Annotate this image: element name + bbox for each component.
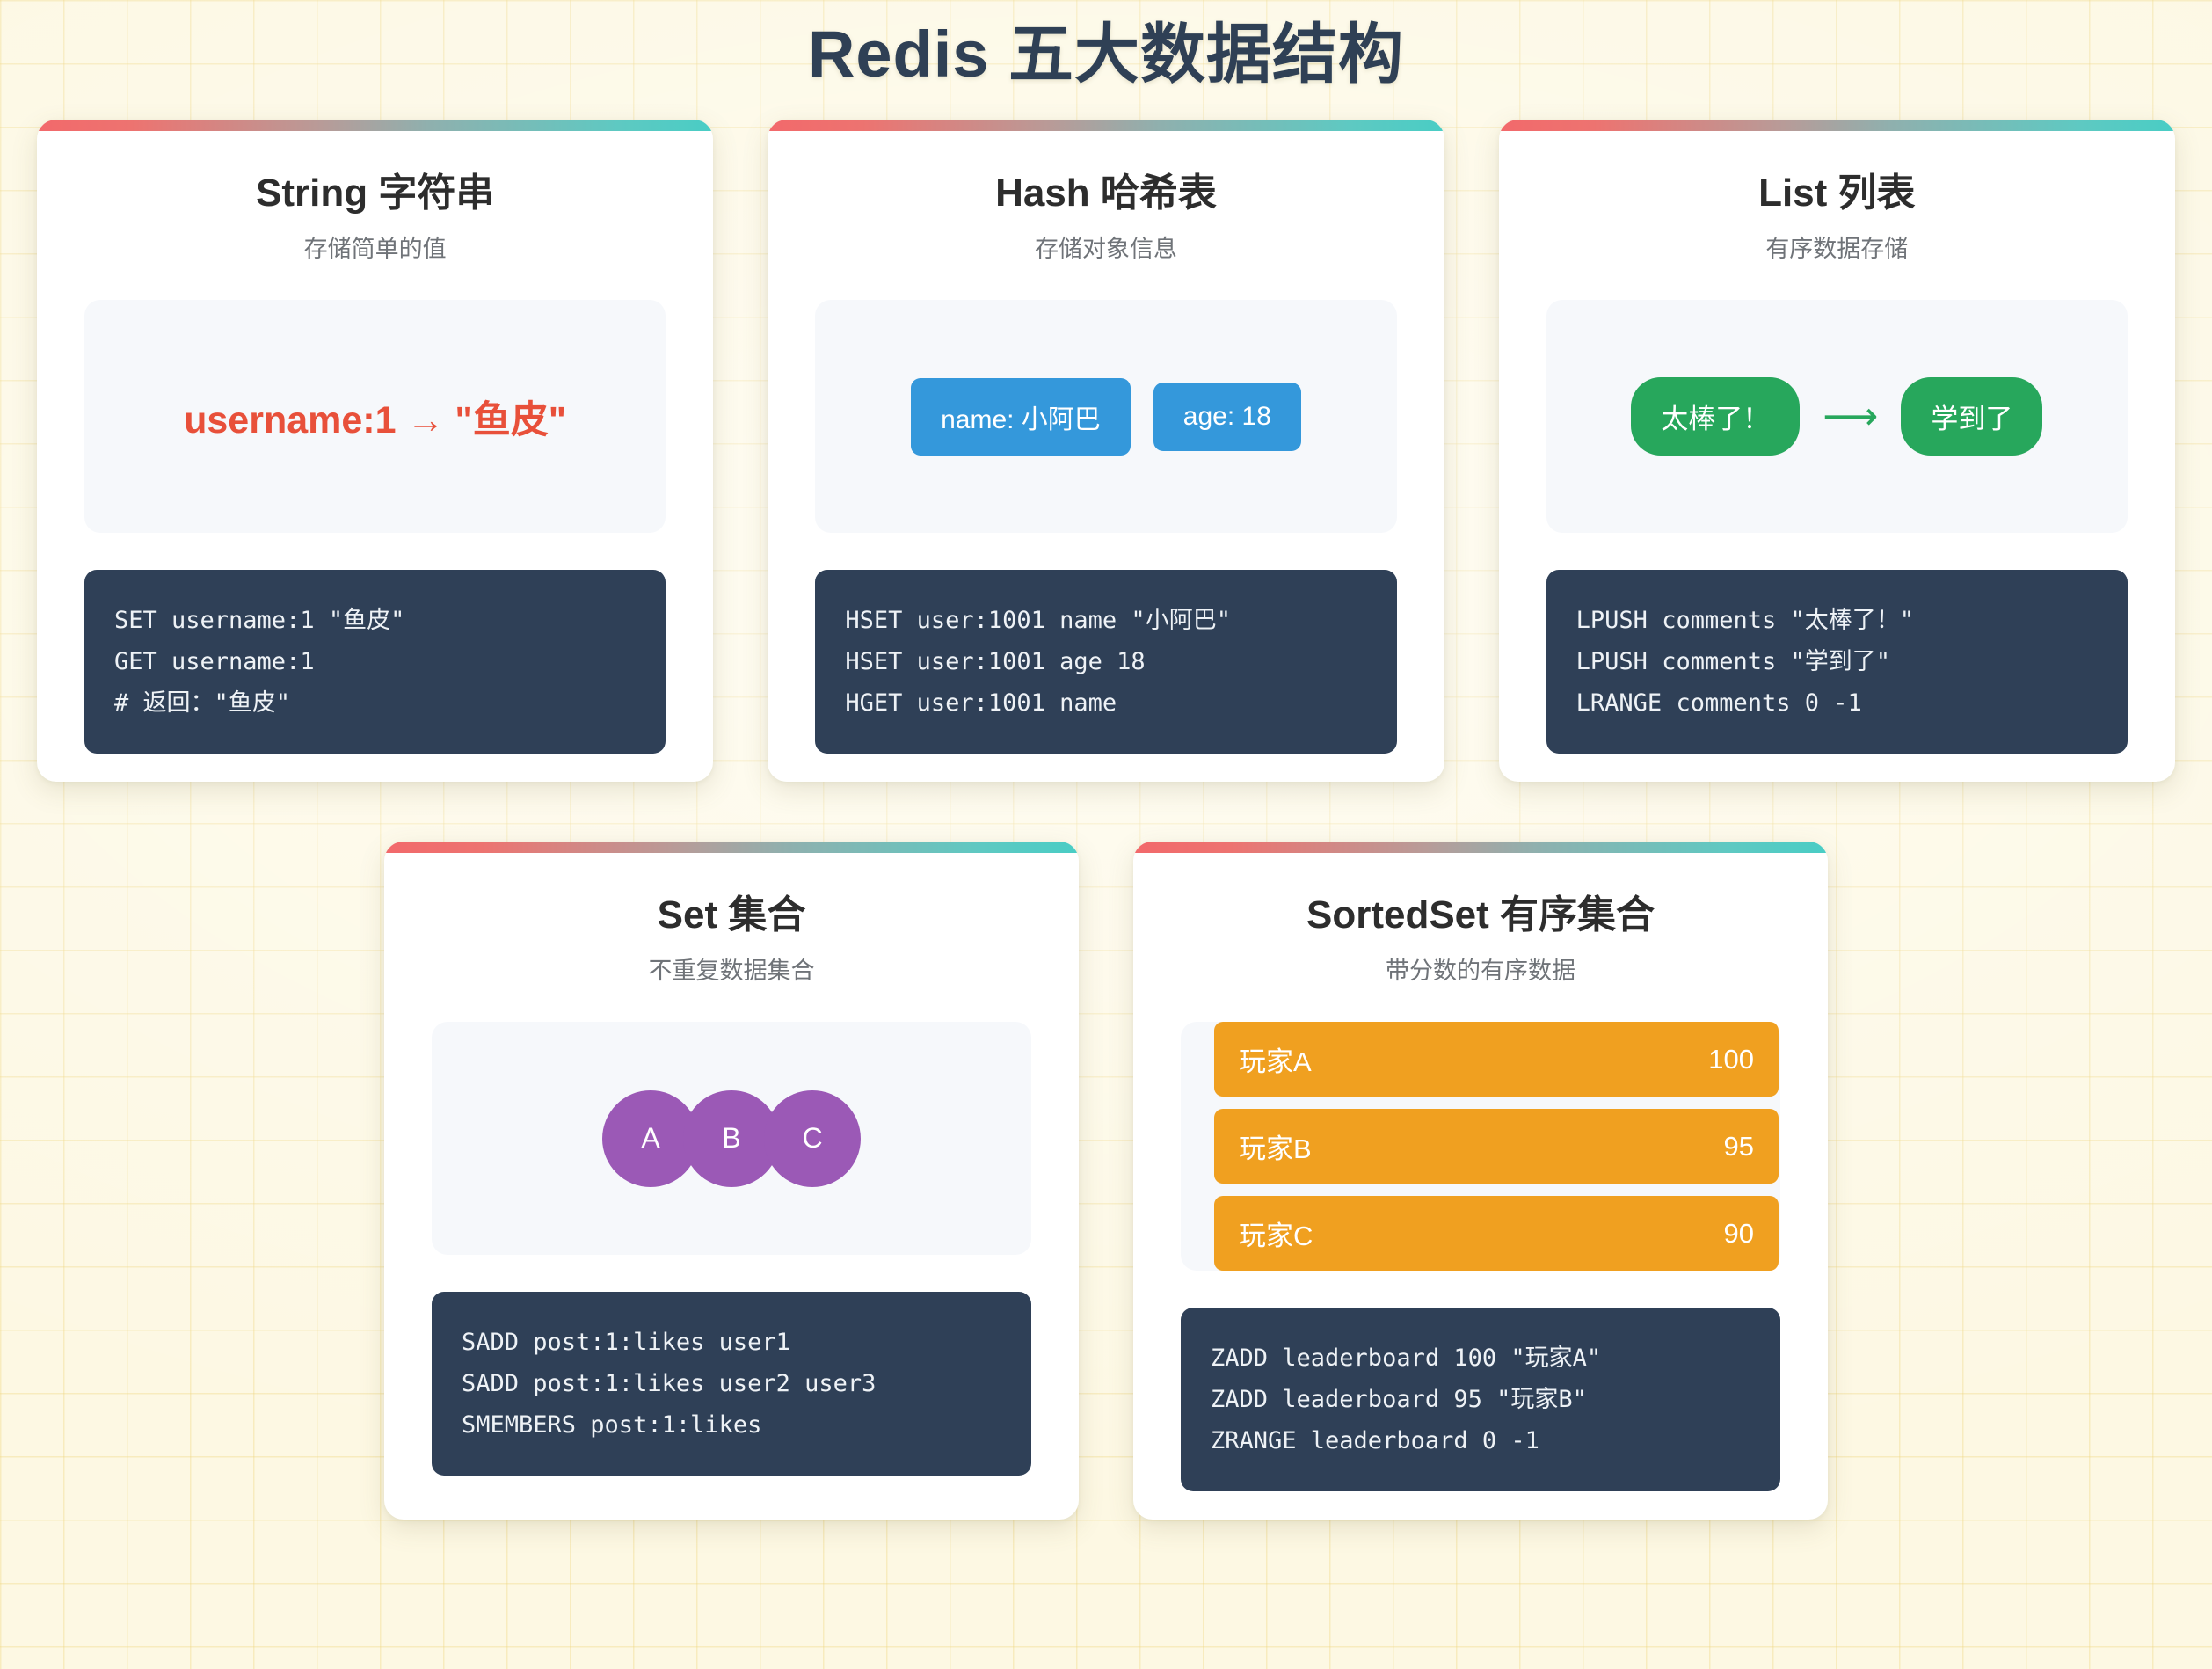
card-title: String 字符串	[256, 171, 495, 215]
card-accent-bar	[1498, 120, 2175, 131]
set-member-circle: B	[683, 1090, 780, 1187]
card-title: List 列表	[1758, 171, 1916, 215]
code-line: # 返回："鱼皮"	[114, 689, 291, 717]
card-subtitle: 存储对象信息	[1034, 236, 1177, 262]
demo-panel-string: username:1 → "鱼皮"	[84, 300, 666, 533]
set-member-circle: C	[764, 1090, 861, 1187]
code-line: ZADD leaderboard 100 "玩家A"	[1211, 1345, 1602, 1372]
code-line: SET username:1 "鱼皮"	[114, 607, 405, 634]
card-subtitle: 不重复数据集合	[648, 958, 815, 984]
card-title: SortedSet 有序集合	[1306, 893, 1655, 937]
card-title: Hash 哈希表	[995, 171, 1217, 215]
demo-panel-set: A B C	[432, 1022, 1031, 1255]
card-subtitle: 有序数据存储	[1765, 236, 1909, 262]
leaderboard-member-name: 玩家B	[1239, 1133, 1312, 1164]
leaderboard-score: 100	[1708, 1043, 1754, 1075]
hash-field-list: name: 小阿巴 age: 18	[911, 377, 1301, 456]
code-line: GET username:1	[114, 648, 315, 675]
code-line: ZADD leaderboard 95 "玩家B"	[1211, 1386, 1587, 1413]
card-subtitle: 存储简单的值	[303, 236, 447, 262]
card-hash[interactable]: Hash 哈希表 存储对象信息 name: 小阿巴 age: 18 HSET u…	[768, 120, 1444, 782]
card-string[interactable]: String 字符串 存储简单的值 username:1 → "鱼皮" SET …	[37, 120, 714, 782]
page-title: Redis 五大数据结构	[807, 18, 1405, 91]
list-item-sequence: 太棒了！ ⟶ 学到了	[1631, 377, 2043, 456]
list-item-pill: 学到了	[1901, 377, 2043, 456]
leaderboard-row: 玩家C 90	[1214, 1196, 1779, 1271]
code-line: ZRANGE leaderboard 0 -1	[1211, 1427, 1539, 1454]
code-block-list: LPUSH comments "太棒了！" LPUSH comments "学到…	[1546, 570, 2128, 754]
card-set[interactable]: Set 集合 不重复数据集合 A B C SADD post:1:likes u…	[384, 842, 1079, 1520]
list-item-pill: 太棒了！	[1631, 377, 1801, 456]
leaderboard-row: 玩家B 95	[1214, 1109, 1779, 1184]
card-grid: String 字符串 存储简单的值 username:1 → "鱼皮" SET …	[37, 120, 2175, 1520]
code-line: HGET user:1001 name	[845, 689, 1117, 717]
code-block-sortedset: ZADD leaderboard 100 "玩家A" ZADD leaderbo…	[1181, 1308, 1780, 1491]
code-line: LPUSH comments "太棒了！"	[1575, 607, 1914, 634]
set-member-circle: A	[602, 1090, 699, 1187]
code-line: LPUSH comments "学到了"	[1575, 648, 1890, 675]
card-row-bottom: Set 集合 不重复数据集合 A B C SADD post:1:likes u…	[37, 842, 2175, 1520]
leaderboard-list: 玩家A 100 玩家B 95 玩家C 90	[1197, 1022, 1796, 1271]
string-key-value-expression: username:1 → "鱼皮"	[184, 398, 567, 441]
set-member-group: A B C	[602, 1090, 861, 1187]
card-subtitle: 带分数的有序数据	[1386, 958, 1575, 984]
card-accent-bar	[37, 120, 714, 131]
card-accent-bar	[768, 120, 1444, 131]
leaderboard-score: 90	[1723, 1217, 1754, 1249]
card-sortedset[interactable]: SortedSet 有序集合 带分数的有序数据 玩家A 100 玩家B 95	[1133, 842, 1828, 1520]
code-line: SADD post:1:likes user1	[462, 1329, 790, 1356]
code-line: LRANGE comments 0 -1	[1575, 689, 1862, 717]
code-block-string: SET username:1 "鱼皮" GET username:1 # 返回：…	[84, 570, 666, 754]
card-accent-bar	[1133, 842, 1828, 853]
card-accent-bar	[384, 842, 1079, 853]
code-line: HSET user:1001 age 18	[845, 648, 1146, 675]
hash-field-pill: name: 小阿巴	[911, 377, 1131, 456]
demo-panel-list: 太棒了！ ⟶ 学到了	[1546, 300, 2128, 533]
code-line: HSET user:1001 name "小阿巴"	[845, 607, 1231, 634]
demo-panel-sortedset: 玩家A 100 玩家B 95 玩家C 90	[1181, 1022, 1780, 1271]
leaderboard-score: 95	[1723, 1130, 1754, 1162]
hash-field-pill: age: 18	[1153, 382, 1301, 451]
code-block-set: SADD post:1:likes user1 SADD post:1:like…	[432, 1292, 1031, 1476]
leaderboard-member-name: 玩家C	[1239, 1221, 1313, 1251]
leaderboard-member-name: 玩家A	[1239, 1046, 1312, 1077]
card-list[interactable]: List 列表 有序数据存储 太棒了！ ⟶ 学到了 LPUSH comments…	[1498, 120, 2175, 782]
arrow-right-icon: ⟶	[1823, 394, 1879, 438]
code-block-hash: HSET user:1001 name "小阿巴" HSET user:1001…	[815, 570, 1397, 754]
code-line: SMEMBERS post:1:likes	[462, 1411, 762, 1439]
leaderboard-row: 玩家A 100	[1214, 1022, 1779, 1097]
card-row-top: String 字符串 存储简单的值 username:1 → "鱼皮" SET …	[37, 120, 2175, 782]
demo-panel-hash: name: 小阿巴 age: 18	[815, 300, 1397, 533]
code-line: SADD post:1:likes user2 user3	[462, 1370, 877, 1397]
card-title: Set 集合	[657, 893, 806, 937]
